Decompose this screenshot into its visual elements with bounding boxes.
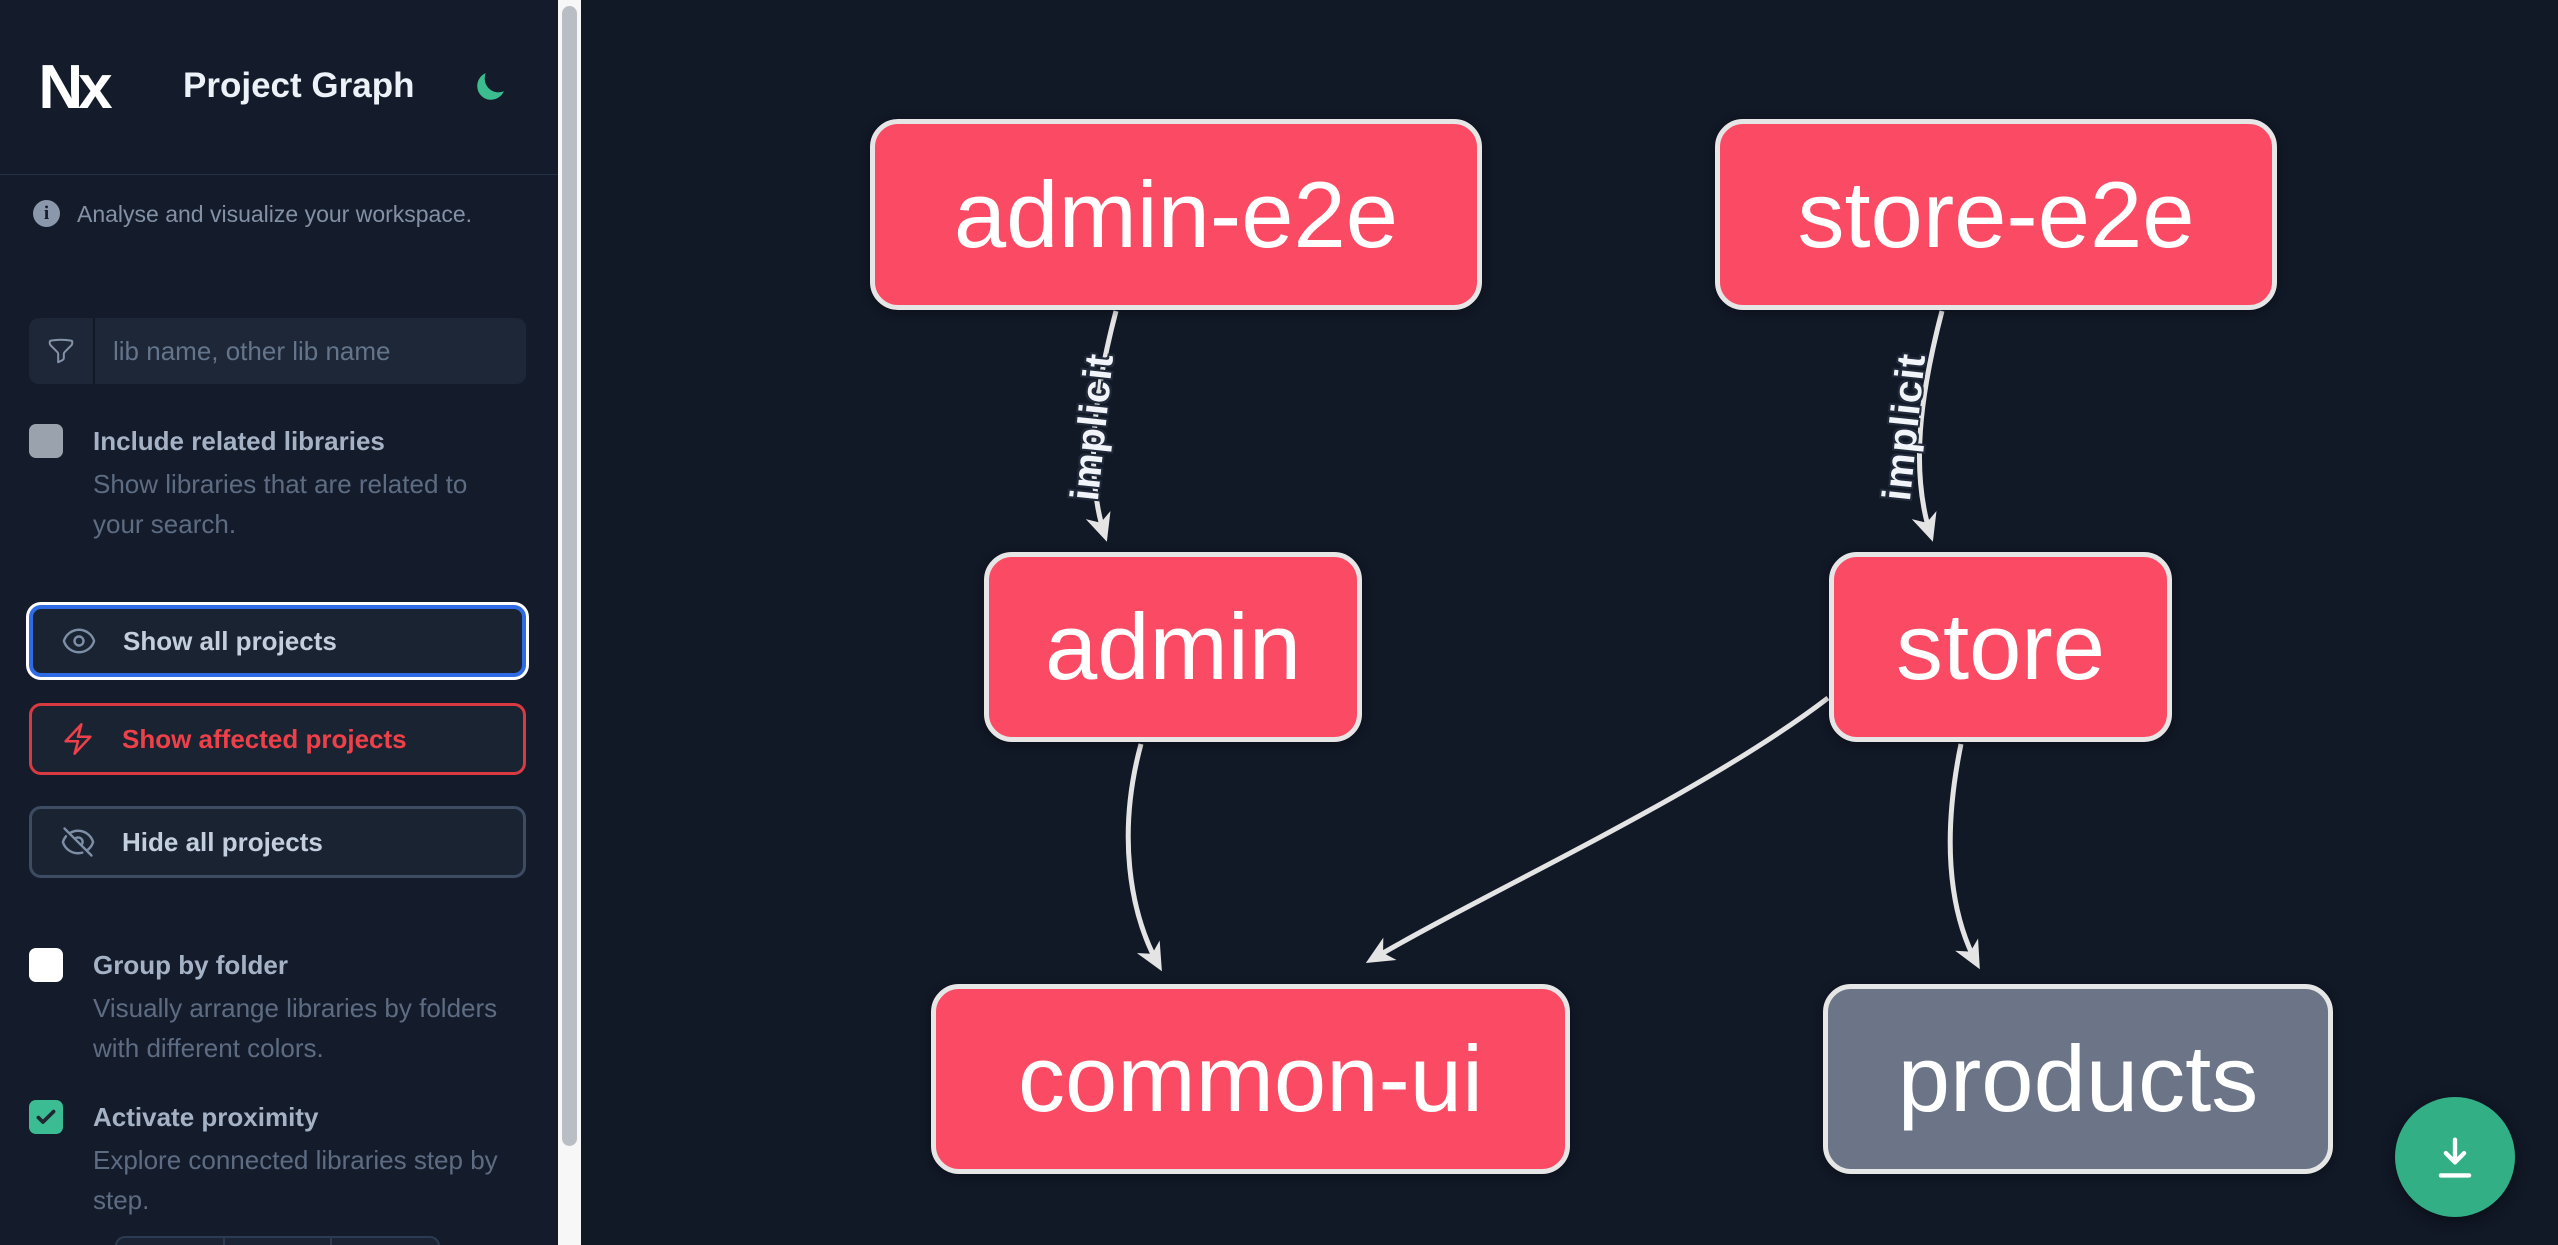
activate-proximity-option: Activate proximity Explore connected lib… bbox=[29, 1100, 529, 1230]
graph-edge-admin-e2e-to-admin[interactable] bbox=[1085, 310, 1119, 542]
save-image-button[interactable] bbox=[2395, 1097, 2515, 1217]
moon-icon bbox=[473, 70, 507, 104]
download-icon bbox=[2429, 1131, 2481, 1183]
info-icon: i bbox=[33, 200, 60, 227]
checkbox-description: Visually arrange libraries by folders wi… bbox=[93, 993, 498, 1063]
page-title: Project Graph bbox=[183, 66, 415, 105]
graph-edge-store-e2e-to-store[interactable] bbox=[1911, 310, 1945, 542]
graph-canvas[interactable]: admin-e2e store-e2e admin store common-ui pro… bbox=[581, 0, 2558, 1245]
checkbox-label: Include related libraries bbox=[93, 426, 385, 456]
stepper-increment[interactable] bbox=[332, 1238, 438, 1245]
theme-toggle-button[interactable] bbox=[469, 66, 511, 108]
workspace-tagline: Analyse and visualize your workspace. bbox=[77, 201, 473, 227]
include-related-checkbox[interactable] bbox=[29, 424, 63, 458]
include-related-option: Include related libraries Show libraries… bbox=[29, 424, 529, 554]
show-affected-projects-button[interactable]: Show affected projects bbox=[29, 703, 526, 775]
graph-edge-store-to-common-ui[interactable] bbox=[1365, 696, 1830, 964]
graph-edge-store-to-products[interactable] bbox=[1947, 743, 1980, 970]
group-by-folder-checkbox[interactable] bbox=[29, 948, 63, 982]
checkbox-label: Group by folder bbox=[93, 950, 288, 980]
graph-node-store-e2e[interactable]: store-e2e bbox=[1715, 119, 2277, 310]
filter-box bbox=[29, 318, 526, 384]
checkbox-label: Activate proximity bbox=[93, 1102, 319, 1132]
eye-off-icon bbox=[60, 824, 96, 860]
graph-node-products[interactable]: products bbox=[1823, 984, 2333, 1174]
checkbox-description: Explore connected libraries step by step… bbox=[93, 1145, 498, 1215]
graph-node-admin[interactable]: admin bbox=[984, 552, 1362, 742]
button-label: Show affected projects bbox=[122, 723, 407, 754]
graph-edge-admin-to-common-ui[interactable] bbox=[1125, 743, 1162, 972]
library-filter-input[interactable] bbox=[95, 318, 526, 384]
graph-node-common-ui[interactable]: common-ui bbox=[931, 984, 1570, 1174]
group-by-folder-option: Group by folder Visually arrange librari… bbox=[29, 948, 529, 1078]
sidebar: Nx Project Graph i Analyse and visualize… bbox=[0, 0, 558, 1245]
graph-node-admin-e2e[interactable]: admin-e2e bbox=[870, 119, 1482, 310]
nx-logo: Nx bbox=[38, 52, 112, 122]
sidebar-header: Nx Project Graph bbox=[0, 0, 558, 175]
button-label: Hide all projects bbox=[122, 826, 323, 857]
eye-icon bbox=[61, 623, 97, 659]
workspace-tagline-row: i Analyse and visualize your workspace. bbox=[33, 198, 533, 230]
bolt-icon bbox=[60, 721, 96, 757]
show-all-projects-button[interactable]: Show all projects bbox=[29, 605, 526, 677]
stepper-decrement[interactable] bbox=[117, 1238, 225, 1245]
sidebar-scrollbar[interactable] bbox=[558, 0, 581, 1245]
button-label: Show all projects bbox=[123, 625, 337, 656]
check-icon bbox=[33, 1104, 59, 1130]
graph-edges-layer bbox=[1085, 310, 1980, 972]
filter-icon-cell bbox=[29, 318, 95, 384]
graph-node-store[interactable]: store bbox=[1829, 552, 2172, 742]
activate-proximity-checkbox[interactable] bbox=[29, 1100, 63, 1134]
hide-all-projects-button[interactable]: Hide all projects bbox=[29, 806, 526, 878]
proximity-stepper[interactable] bbox=[115, 1236, 440, 1245]
funnel-icon bbox=[46, 336, 76, 366]
stepper-value bbox=[225, 1238, 333, 1245]
checkbox-description: Show libraries that are related to your … bbox=[93, 469, 468, 539]
scrollbar-thumb[interactable] bbox=[562, 6, 577, 1146]
